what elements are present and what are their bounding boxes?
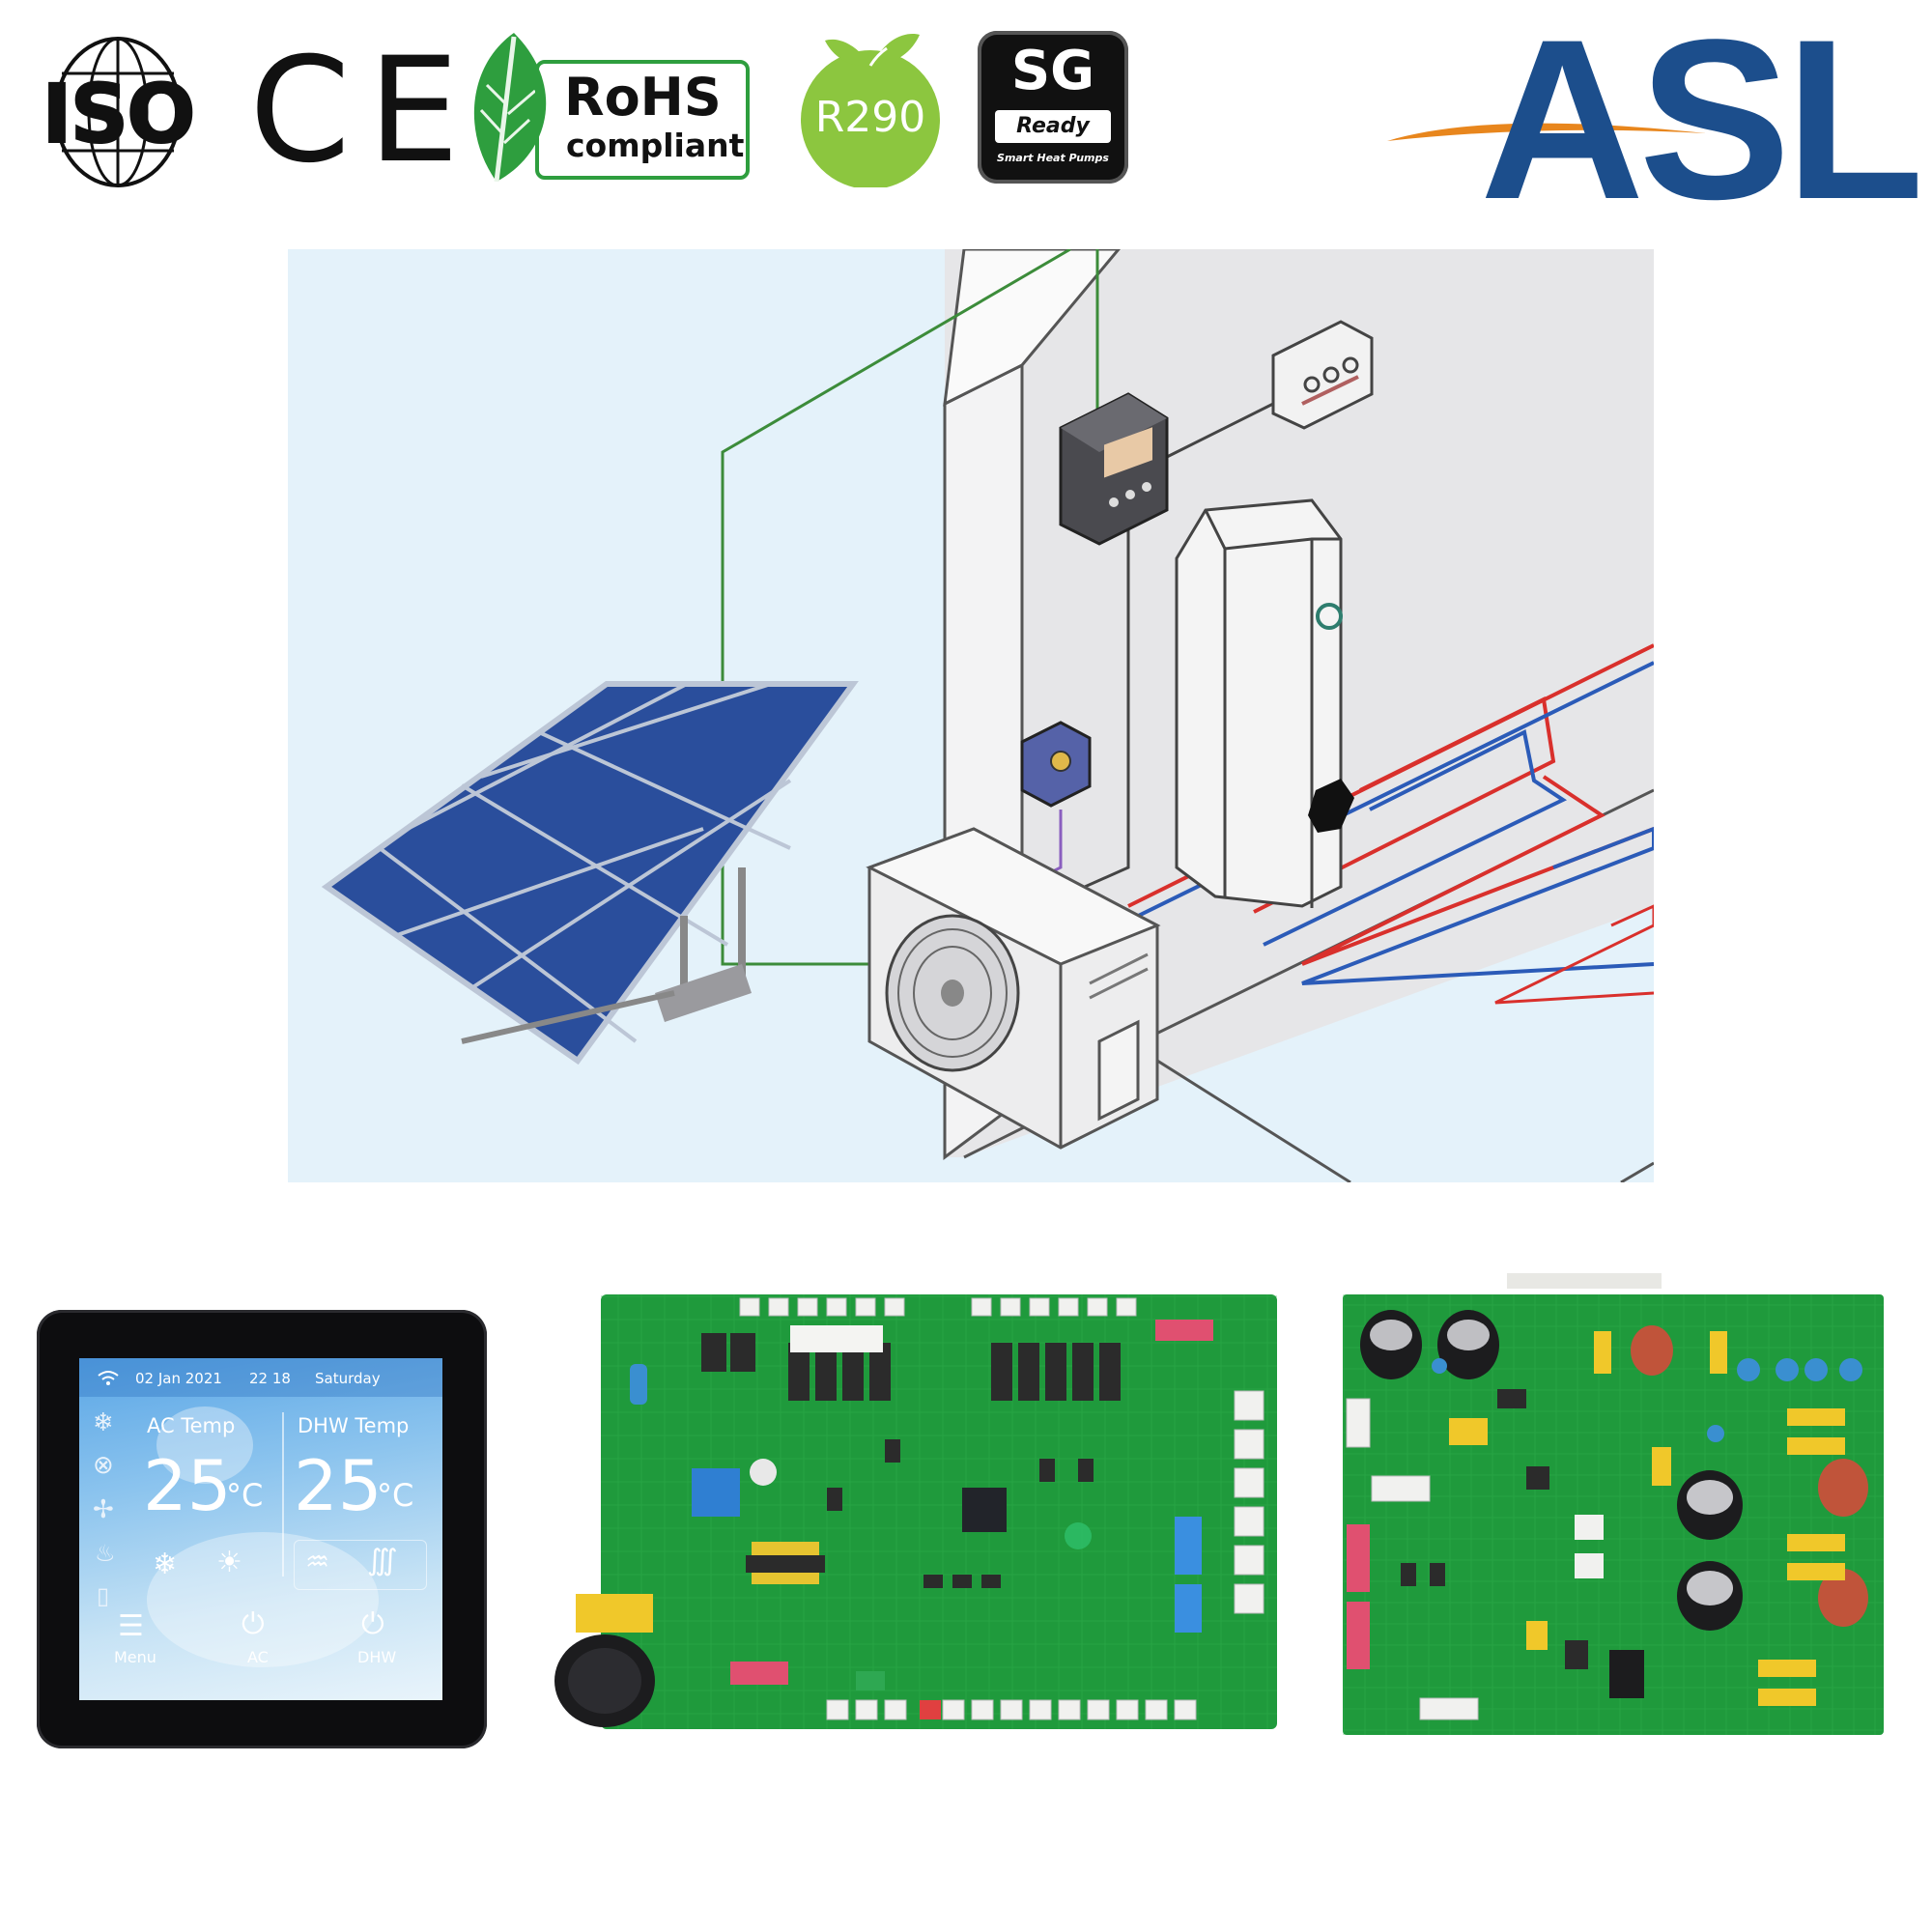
sg-title: SG: [1010, 40, 1095, 102]
ac-temp-value: 25: [143, 1445, 232, 1526]
snowflake-mode-icon[interactable]: ❄: [93, 1408, 114, 1437]
ac-power-icon[interactable]: ⏻: [242, 1607, 265, 1641]
sg-tagline: Smart Heat Pumps: [997, 152, 1109, 164]
ac-temp-label: AC Temp: [147, 1414, 236, 1437]
heater-coil-icon[interactable]: ∭: [367, 1544, 398, 1577]
cooling-mode-icon[interactable]: ❄: [153, 1548, 178, 1581]
pump-icon[interactable]: ♨: [95, 1540, 116, 1567]
rohs-badge: RoHS compliant: [458, 27, 753, 189]
asl-logo-text: ASL: [1480, 0, 1924, 247]
ac-temp-display[interactable]: 25 °C: [143, 1447, 278, 1524]
main-control-board: [537, 1285, 1281, 1739]
dhw-power-icon[interactable]: ⏻: [361, 1607, 384, 1641]
dhw-temp-label: DHW Temp: [298, 1414, 410, 1437]
column-divider: [282, 1412, 284, 1577]
leaf-circle-icon: [801, 34, 940, 187]
fan-icon[interactable]: ✢: [93, 1495, 114, 1524]
rohs-title: RoHS: [564, 67, 722, 128]
ac-temp-unit: °C: [226, 1477, 264, 1514]
dhw-temp-unit: °C: [377, 1477, 414, 1514]
sg-ready-badge: SG Ready Smart Heat Pumps: [978, 31, 1128, 184]
status-date: 02 Jan 2021: [135, 1370, 222, 1387]
ce-mark: CE: [249, 27, 477, 195]
asl-swoosh-icon: [1387, 123, 1706, 141]
asl-logo: ASL: [1387, 6, 1924, 234]
sg-ready-strip: [995, 110, 1111, 143]
status-bar: [79, 1358, 442, 1397]
status-weekday: Saturday: [315, 1370, 381, 1387]
thermostat-screen: 02 Jan 2021 22 18 Saturday ❄ ⊗ ✢ ♨ ▯ AC …: [79, 1358, 442, 1700]
control-board-graphic: [554, 1294, 1277, 1729]
antifreeze-icon[interactable]: ⊗: [93, 1451, 114, 1480]
power-board-graphic: [1343, 1273, 1884, 1735]
tank-icon[interactable]: ▯: [97, 1582, 110, 1609]
heating-mode-icon[interactable]: ☀: [216, 1546, 242, 1579]
iso-text: ISO: [41, 67, 196, 161]
wifi-icon: [98, 1371, 119, 1385]
inverter-power-board: [1333, 1273, 1893, 1743]
sg-ready-text: Ready: [1016, 114, 1090, 138]
ac-power-label[interactable]: AC: [247, 1648, 269, 1666]
system-diagram-graphic: [288, 249, 1654, 1182]
dhw-temp-display[interactable]: 25 °C: [294, 1447, 439, 1524]
dhw-temp-value: 25: [294, 1445, 383, 1526]
touchscreen-thermostat: 02 Jan 2021 22 18 Saturday ❄ ⊗ ✢ ♨ ▯ AC …: [37, 1310, 487, 1748]
menu-label[interactable]: Menu: [114, 1648, 156, 1666]
dhw-power-label[interactable]: DHW: [357, 1648, 397, 1666]
r290-badge: R290: [798, 23, 943, 187]
hot-water-icon[interactable]: ♒: [305, 1546, 330, 1577]
status-time: 22 18: [249, 1370, 291, 1387]
heat-pump-system-illustration: [288, 249, 1654, 1182]
r290-text: R290: [814, 93, 926, 142]
rohs-frame: [535, 60, 750, 180]
dhw-mode-box: [294, 1540, 427, 1590]
iso-badge: ISO: [23, 35, 213, 189]
leaf-icon: [473, 33, 547, 183]
menu-icon[interactable]: ☰: [118, 1609, 144, 1643]
rohs-subtitle: compliant: [566, 127, 745, 164]
globe-icon: [54, 37, 182, 187]
screen-background-graphic: [147, 1406, 379, 1667]
